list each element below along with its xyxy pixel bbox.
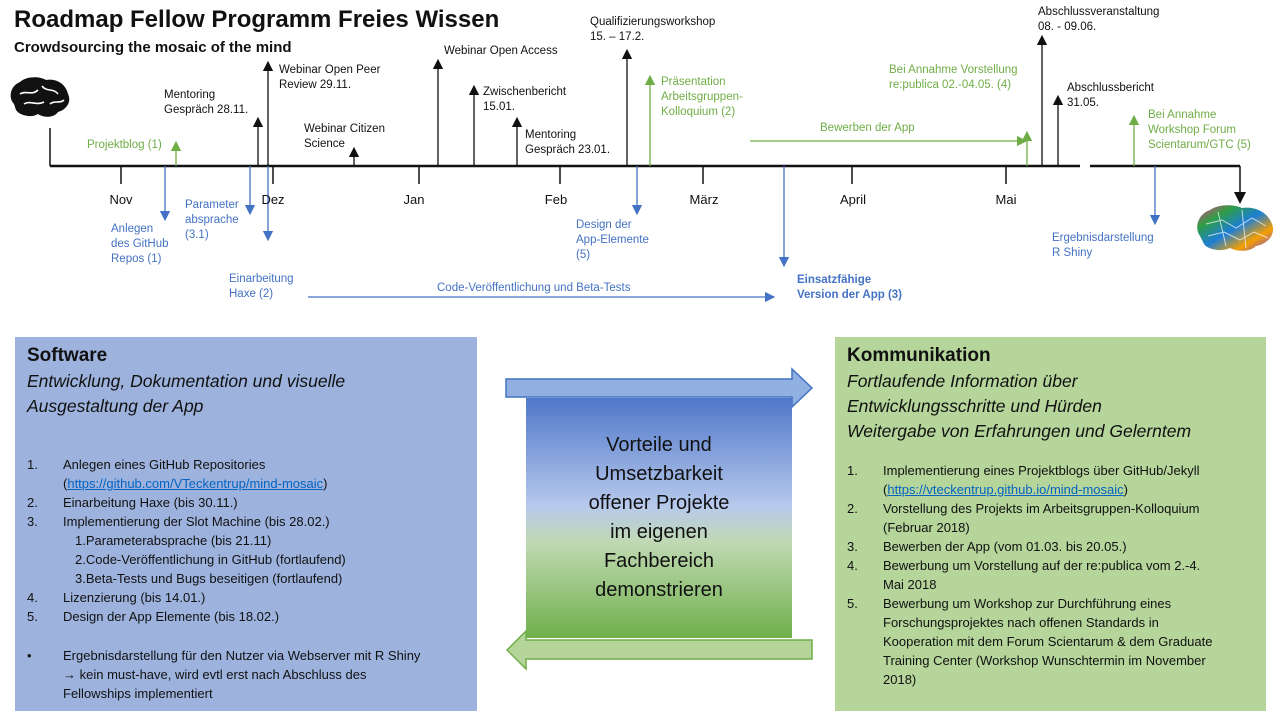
list-item: 2. Vorstellung des Projekts im Arbeitsgr… (847, 501, 1200, 535)
software-heading: Software (27, 345, 108, 366)
month-nov: Nov (109, 192, 133, 207)
month-april: April (839, 192, 867, 207)
page-subtitle: Crowdsourcing the mosaic of the mind (14, 39, 292, 56)
sub-list-item: 1.Parameterabsprache (bis 21.11) (75, 533, 272, 548)
sub-list-item: 2.Code-Veröffentlichung in GitHub (fortl… (75, 552, 346, 567)
list-item: 4.Lizenzierung (bis 14.01.) (27, 590, 206, 605)
label-code-veroeffentlichung: Code-Veröffentlichung und Beta-Tests (437, 282, 631, 294)
list-item: 5.Design der App Elemente (bis 18.02.) (27, 609, 280, 624)
month-dez: Dez (261, 192, 285, 207)
list-item: 3.Implementierung der Slot Machine (bis … (27, 514, 330, 529)
list-item: 2.Einarbeitung Haxe (bis 30.11.) (27, 495, 238, 510)
list-item: 4. Bewerbung um Vorstellung auf der re:p… (847, 558, 1201, 592)
sub-list-item: 3.Beta-Tests und Bugs beseitigen (fortla… (75, 571, 343, 586)
month-feb: Feb (544, 192, 568, 207)
list-item: 1. Anlegen eines GitHub Repositories (ht… (27, 457, 328, 491)
software-panel: Software Entwicklung, Dokumentation und … (15, 337, 477, 711)
kommunikation-panel: Kommunikation Fortlaufende Information ü… (835, 337, 1266, 711)
label-projektblog: Projektblog (1) (87, 139, 162, 151)
month-jan: Jan (403, 192, 425, 207)
month-maerz: März (689, 192, 719, 207)
month-mai: Mai (995, 192, 1017, 207)
github-repo-link[interactable]: https://github.com/VTeckentrup/mind-mosa… (67, 476, 324, 491)
list-item: 1. Implementierung eines Projektblogs üb… (847, 463, 1200, 497)
page-title: Roadmap Fellow Programm Freies Wissen (14, 6, 500, 33)
projektblog-link[interactable]: https://vteckentrup.github.io/mind-mosai… (887, 482, 1124, 497)
list-item: 3. Bewerben der App (vom 01.03. bis 20.0… (847, 539, 1127, 554)
kommunikation-heading: Kommunikation (847, 345, 991, 366)
list-item: 5. Bewerbung um Workshop zur Durchführun… (847, 596, 1213, 687)
brain-mosaic-icon-right (1197, 205, 1274, 251)
brain-icon-left (10, 77, 70, 117)
label-webinar-open-access: Webinar Open Access (444, 45, 558, 57)
bullet-item: • Ergebnisdarstellung für den Nutzer via… (27, 648, 421, 701)
label-bewerben-app: Bewerben der App (820, 122, 915, 134)
